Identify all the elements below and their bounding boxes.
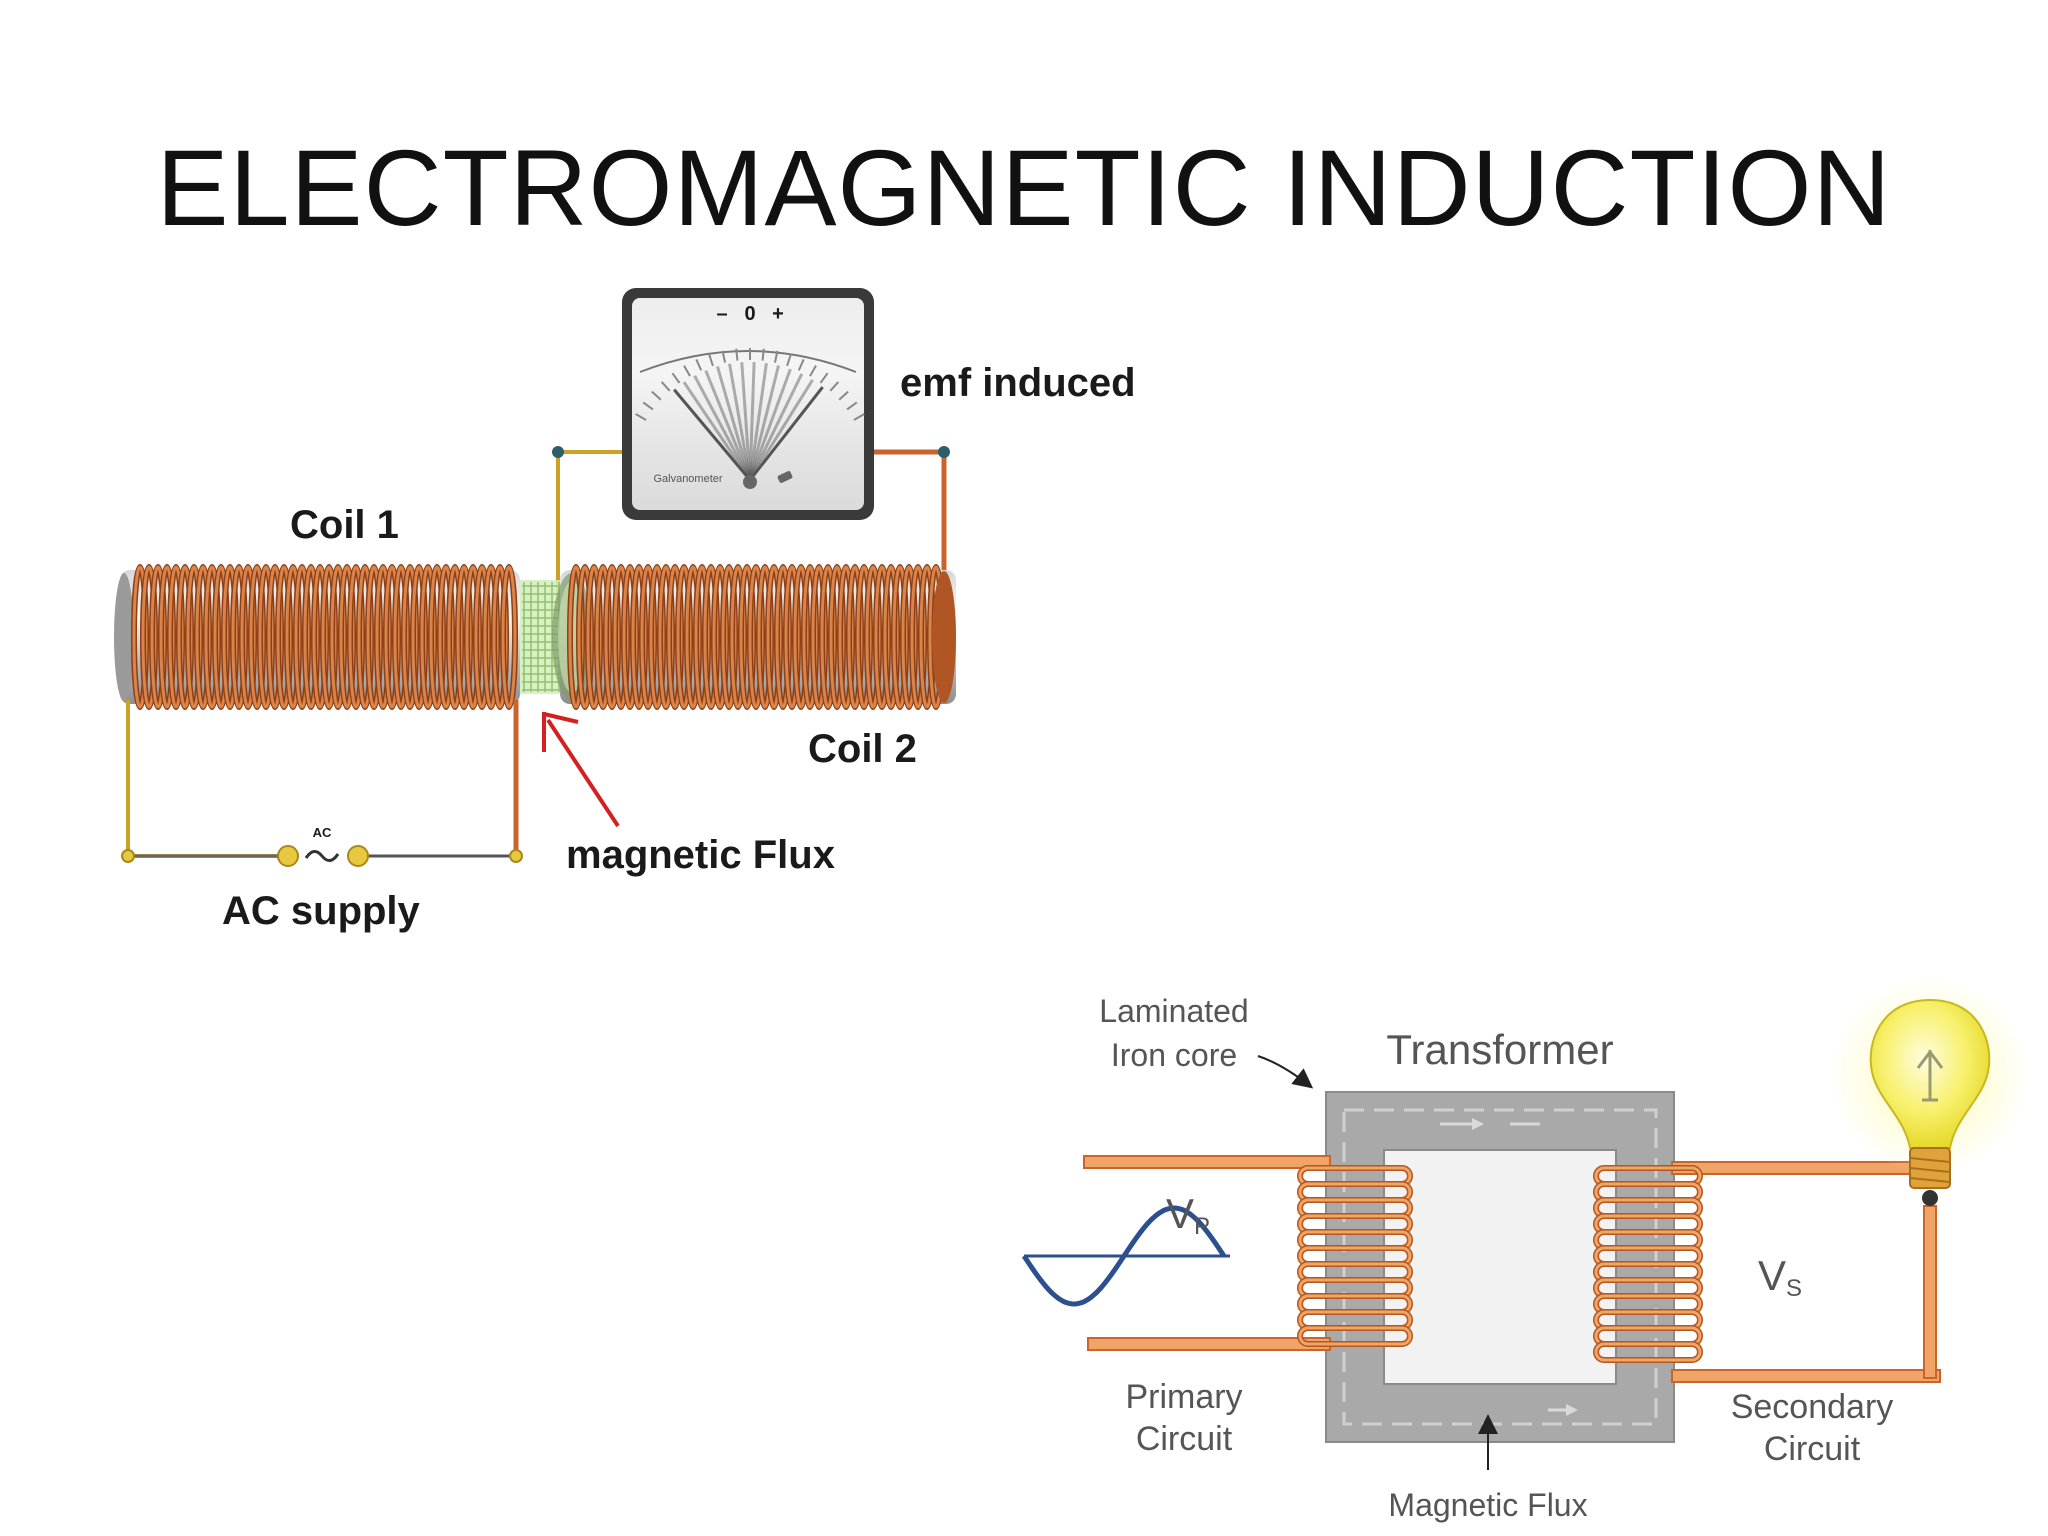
ac-supply-label: AC supply xyxy=(222,889,421,933)
galvanometer-tick xyxy=(735,348,739,361)
galvanometer-needle xyxy=(716,366,752,481)
galvanometer-tick xyxy=(773,350,779,363)
galvanometer-tick xyxy=(809,365,817,377)
galvanometer-tick xyxy=(829,381,840,392)
galvanometer-tick xyxy=(846,401,858,411)
galvanometer-needle xyxy=(693,375,752,481)
galvanometer-needle xyxy=(748,373,804,481)
coil-winding-highlight xyxy=(501,565,517,709)
galvanometer-tick xyxy=(797,359,805,371)
galvanometer-tick xyxy=(838,390,849,401)
galvanometer-needle xyxy=(748,365,781,481)
galvanometer-needle xyxy=(748,386,824,481)
galvanometer-needle xyxy=(748,362,756,481)
galvanometer: – 0 + Galvanometer xyxy=(622,288,874,520)
primary-circuit-wires xyxy=(1083,1155,1331,1351)
ac-symbol-label: AC xyxy=(313,825,332,840)
vp-label-sub: P xyxy=(1194,1213,1210,1240)
galvanometer-tick xyxy=(708,354,714,367)
galvanometer-tick xyxy=(671,372,681,384)
galvanometer-tick xyxy=(651,390,662,401)
secondary-winding xyxy=(1593,1165,1703,1363)
mutual-induction-diagram: – 0 + Galvanometer xyxy=(114,288,1136,933)
galvanometer-needle xyxy=(682,381,752,481)
galvanometer-needle xyxy=(704,370,752,481)
galvanometer-zero: 0 xyxy=(744,303,755,325)
secondary-circuit-label: Circuit xyxy=(1764,1430,1861,1468)
primary-label: Primary xyxy=(1125,1378,1242,1416)
transformer-diagram: Laminated Iron core Transformer V P V S … xyxy=(1021,976,2030,1523)
coil-2 xyxy=(552,564,956,710)
galvanometer-tick xyxy=(683,365,691,377)
galvanometer-tick xyxy=(853,413,865,421)
galvanometer-needle xyxy=(673,388,752,481)
transformer-winding-highlight xyxy=(1298,1326,1412,1346)
galvanometer-tick xyxy=(721,350,727,363)
galvanometer-tick xyxy=(635,413,647,421)
laminated-label: Laminated xyxy=(1099,993,1248,1029)
ac-terminal-right xyxy=(347,845,369,867)
galvanometer-needle xyxy=(748,362,768,481)
vs-label-main: V xyxy=(1758,1252,1786,1299)
secondary-circuit-wires xyxy=(1671,1161,1941,1383)
coil-1-label: Coil 1 xyxy=(290,503,399,547)
transformer-flux-label: Magnetic Flux xyxy=(1388,1487,1587,1523)
primary-winding xyxy=(1297,1165,1413,1347)
transformer-winding-highlight xyxy=(1594,1342,1702,1362)
ac-circuit: AC xyxy=(121,700,523,867)
flux-arrow-icon xyxy=(542,712,620,828)
galvanometer-tick xyxy=(819,372,829,384)
core-pointer-arrow-icon xyxy=(1257,1055,1314,1089)
coil-1 xyxy=(114,564,520,710)
galvanometer-tick xyxy=(660,381,671,392)
page-title: ELECTROMAGNETIC INDUCTION xyxy=(156,127,1892,248)
terminal-dot xyxy=(938,446,950,458)
galvanometer-tick xyxy=(786,354,792,367)
ac-symbol-icon xyxy=(304,850,340,862)
magnetic-flux-label: magnetic Flux xyxy=(566,833,835,877)
galvanometer-needle xyxy=(748,379,814,481)
galvanometer-needle xyxy=(740,362,752,481)
coil-2-label: Coil 2 xyxy=(808,727,917,771)
galvanometer-name: Galvanometer xyxy=(653,473,722,485)
galvanometer-plus: + xyxy=(772,303,784,325)
galvanometer-needle xyxy=(748,368,792,481)
light-bulb-icon xyxy=(1830,976,2030,1206)
galvanometer-tick xyxy=(761,348,765,361)
galvanometer-minus: – xyxy=(716,303,727,325)
vp-label-main: V xyxy=(1166,1190,1194,1237)
emf-induced-label: emf induced xyxy=(900,361,1136,405)
iron-core-label: Iron core xyxy=(1111,1037,1237,1073)
primary-circuit-label: Circuit xyxy=(1136,1420,1233,1458)
galvanometer-tick xyxy=(642,401,654,411)
terminal-dot xyxy=(552,446,564,458)
ac-terminal-left xyxy=(277,845,299,867)
secondary-label: Secondary xyxy=(1731,1388,1894,1426)
transformer-title: Transformer xyxy=(1386,1026,1613,1073)
galvanometer-tick xyxy=(695,359,703,371)
galvanometer-needle xyxy=(728,363,752,481)
vs-label-sub: S xyxy=(1786,1275,1802,1302)
